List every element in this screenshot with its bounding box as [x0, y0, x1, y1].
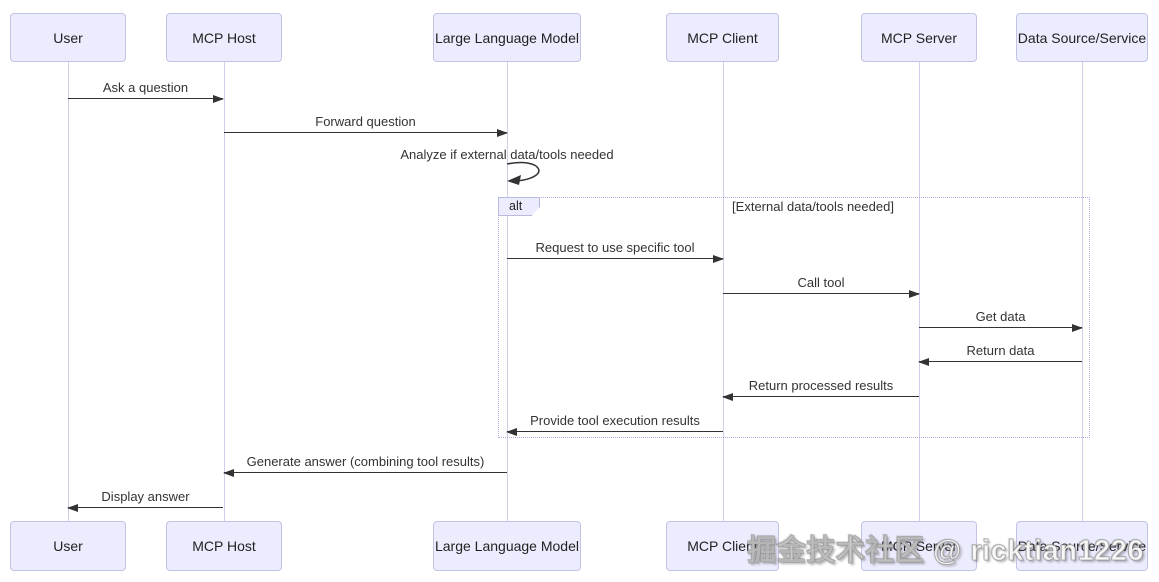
- message-return-data: Return data: [918, 340, 1082, 366]
- actor-bottom-user: User: [10, 521, 126, 571]
- lifeline-mcp-client: [723, 62, 724, 521]
- lifeline-user: [68, 62, 69, 521]
- message-get-data: Get data: [919, 306, 1083, 332]
- alt-condition-label: [External data/tools needed]: [732, 199, 894, 214]
- message-label: Provide tool execution results: [530, 413, 700, 428]
- message-label: Call tool: [797, 275, 845, 290]
- alt-frame: [498, 197, 1090, 438]
- arrowhead-right-icon: [909, 290, 920, 298]
- message-label: Return processed results: [748, 378, 894, 393]
- self-loop-arrow-icon: [506, 161, 540, 185]
- message-display-answer: Display answer: [67, 486, 223, 512]
- actor-label: Data Source/Service: [1017, 538, 1147, 554]
- lifeline-mcp-host: [224, 62, 225, 521]
- actor-top-data-source: Data Source/Service: [1016, 13, 1148, 62]
- actor-bottom-mcp-host: MCP Host: [166, 521, 282, 571]
- actor-label: MCP Client: [687, 538, 758, 554]
- actor-label: Large Language Model: [434, 538, 579, 554]
- message-label: Return data: [966, 343, 1035, 358]
- actor-bottom-data-source: Data Source/Service: [1016, 521, 1148, 571]
- lifeline-data-source: [1082, 62, 1083, 521]
- message-return-processed-results: Return processed results: [722, 375, 919, 401]
- alt-operator-label: alt: [498, 197, 540, 216]
- arrowhead-left-icon: [918, 358, 929, 366]
- actor-bottom-llm: Large Language Model: [433, 521, 581, 571]
- message-label: Request to use specific tool: [535, 240, 695, 255]
- message-analyze-self: Analyze if external data/tools needed: [400, 147, 614, 162]
- arrowhead-right-icon: [497, 129, 508, 137]
- arrowhead-left-icon: [67, 504, 78, 512]
- actor-label: User: [53, 29, 83, 46]
- message-call-tool: Call tool: [723, 272, 920, 298]
- message-label: Display answer: [101, 489, 190, 504]
- actor-bottom-mcp-client: MCP Client: [666, 521, 779, 571]
- actor-label: MCP Host: [192, 29, 256, 46]
- watermark: 掘金技术社区 @ ricktian1226: [747, 535, 1144, 568]
- message-request-tool: Request to use specific tool: [507, 237, 724, 263]
- arrowhead-left-icon: [506, 428, 517, 436]
- actor-label: MCP Host: [192, 538, 256, 554]
- message-label: Generate answer (combining tool results): [246, 454, 485, 469]
- message-forward-question: Forward question: [224, 111, 508, 137]
- actor-label: Large Language Model: [434, 29, 579, 46]
- actor-top-user: User: [10, 13, 126, 62]
- lifeline-llm: [507, 62, 508, 521]
- message-label: Ask a question: [102, 80, 189, 95]
- actor-label: MCP Client: [687, 29, 758, 46]
- actor-bottom-mcp-server: MCP Server: [861, 521, 977, 571]
- actor-label: User: [53, 538, 83, 554]
- message-label: Get data: [975, 309, 1026, 324]
- actor-top-mcp-server: MCP Server: [861, 13, 977, 62]
- message-ask-a-question: Ask a question: [68, 77, 224, 103]
- arrowhead-left-icon: [722, 393, 733, 401]
- actor-top-mcp-client: MCP Client: [666, 13, 779, 62]
- actor-label: MCP Server: [881, 538, 957, 554]
- arrowhead-right-icon: [1072, 324, 1083, 332]
- arrowhead-right-icon: [213, 95, 224, 103]
- actor-top-llm: Large Language Model: [433, 13, 581, 62]
- arrowhead-left-icon: [223, 469, 234, 477]
- message-generate-answer: Generate answer (combining tool results): [223, 451, 507, 477]
- arrowhead-right-icon: [713, 255, 724, 263]
- actor-label: MCP Server: [881, 29, 957, 46]
- actor-top-mcp-host: MCP Host: [166, 13, 282, 62]
- message-label: Forward question: [315, 114, 416, 129]
- actor-label: Data Source/Service: [1017, 29, 1147, 46]
- message-provide-results: Provide tool execution results: [506, 410, 723, 436]
